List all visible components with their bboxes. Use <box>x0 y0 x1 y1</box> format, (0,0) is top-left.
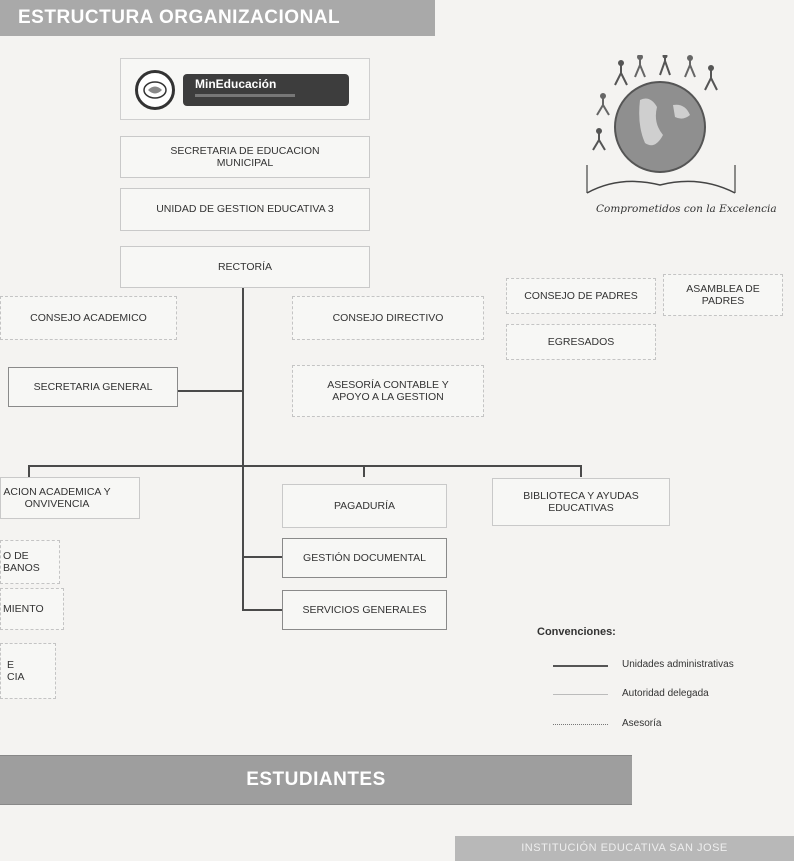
legend-asesoria: Asesoría <box>622 718 662 729</box>
secretaria-connector <box>178 390 243 392</box>
students-title: ESTUDIANTES <box>246 769 386 790</box>
branch-drop-right <box>580 465 582 477</box>
legend-line-solid <box>553 665 608 667</box>
consejo-directivo-box: CONSEJO DIRECTIVO <box>292 296 484 340</box>
conventions-title: Convenciones: <box>537 626 616 638</box>
legend-autoridad: Autoridad delegada <box>622 688 709 699</box>
branch-drop-center <box>363 465 365 477</box>
servicios-generales-box: SERVICIOS GENERALES <box>282 590 447 630</box>
asesoria-contable-box: ASESORÍA CONTABLE Y APOYO A LA GESTION <box>292 365 484 417</box>
emblem-slogan: Comprometidos con la Excelencia <box>596 203 777 215</box>
institution-name: INSTITUCIÓN EDUCATIVA SAN JOSE <box>521 842 728 854</box>
secretaria-general-box: SECRETARIA GENERAL <box>8 367 178 407</box>
biblioteca-box: BIBLIOTECA Y AYUDAS EDUCATIVAS <box>492 478 670 526</box>
consejo-padres-box: CONSEJO DE PADRES <box>506 278 656 314</box>
institution-footer: INSTITUCIÓN EDUCATIVA SAN JOSE <box>455 836 794 861</box>
branch-drop-left <box>28 465 30 477</box>
main-vertical-line <box>242 288 244 610</box>
gestion-connector <box>242 556 282 558</box>
personero-box: O DE BANOS <box>0 540 60 584</box>
legend-line-light <box>553 694 608 695</box>
logo-subtext-bar <box>195 94 295 97</box>
servicios-connector <box>242 609 282 611</box>
globe-children-emblem <box>575 53 750 205</box>
page-title-banner: ESTRUCTURA ORGANIZACIONAL <box>0 0 435 36</box>
asamblea-padres-box: ASAMBLEA DE PADRES <box>663 274 783 316</box>
pagaduria-box: PAGADURÍA <box>282 484 447 528</box>
mineducacion-logo-box: MinEducación <box>120 58 370 120</box>
mejoramiento-box: MIENTO <box>0 588 64 630</box>
students-banner: ESTUDIANTES <box>0 755 632 805</box>
legend-line-dotted <box>553 724 608 725</box>
unidad-gestion-box: UNIDAD DE GESTION EDUCATIVA 3 <box>120 188 370 231</box>
legend-unidades: Unidades administrativas <box>622 659 734 670</box>
rectoria-box: RECTORÍA <box>120 246 370 288</box>
secretaria-municipal-box: SECRETARIA DE EDUCACION MUNICIPAL <box>120 136 370 178</box>
egresados-box: EGRESADOS <box>506 324 656 360</box>
mineducacion-logo: MinEducación <box>183 74 349 106</box>
page-title: ESTRUCTURA ORGANIZACIONAL <box>18 7 341 28</box>
consejo-academico-box: CONSEJO ACADEMICO <box>0 296 177 340</box>
colombia-seal-icon <box>135 70 175 110</box>
gestion-documental-box: GESTIÓN DOCUMENTAL <box>282 538 447 578</box>
branch-horizontal-line <box>28 465 582 467</box>
convivencia-box: E CIA <box>0 643 56 699</box>
coordinacion-box: ACION ACADEMICA Y ONVIVENCIA <box>0 477 140 519</box>
